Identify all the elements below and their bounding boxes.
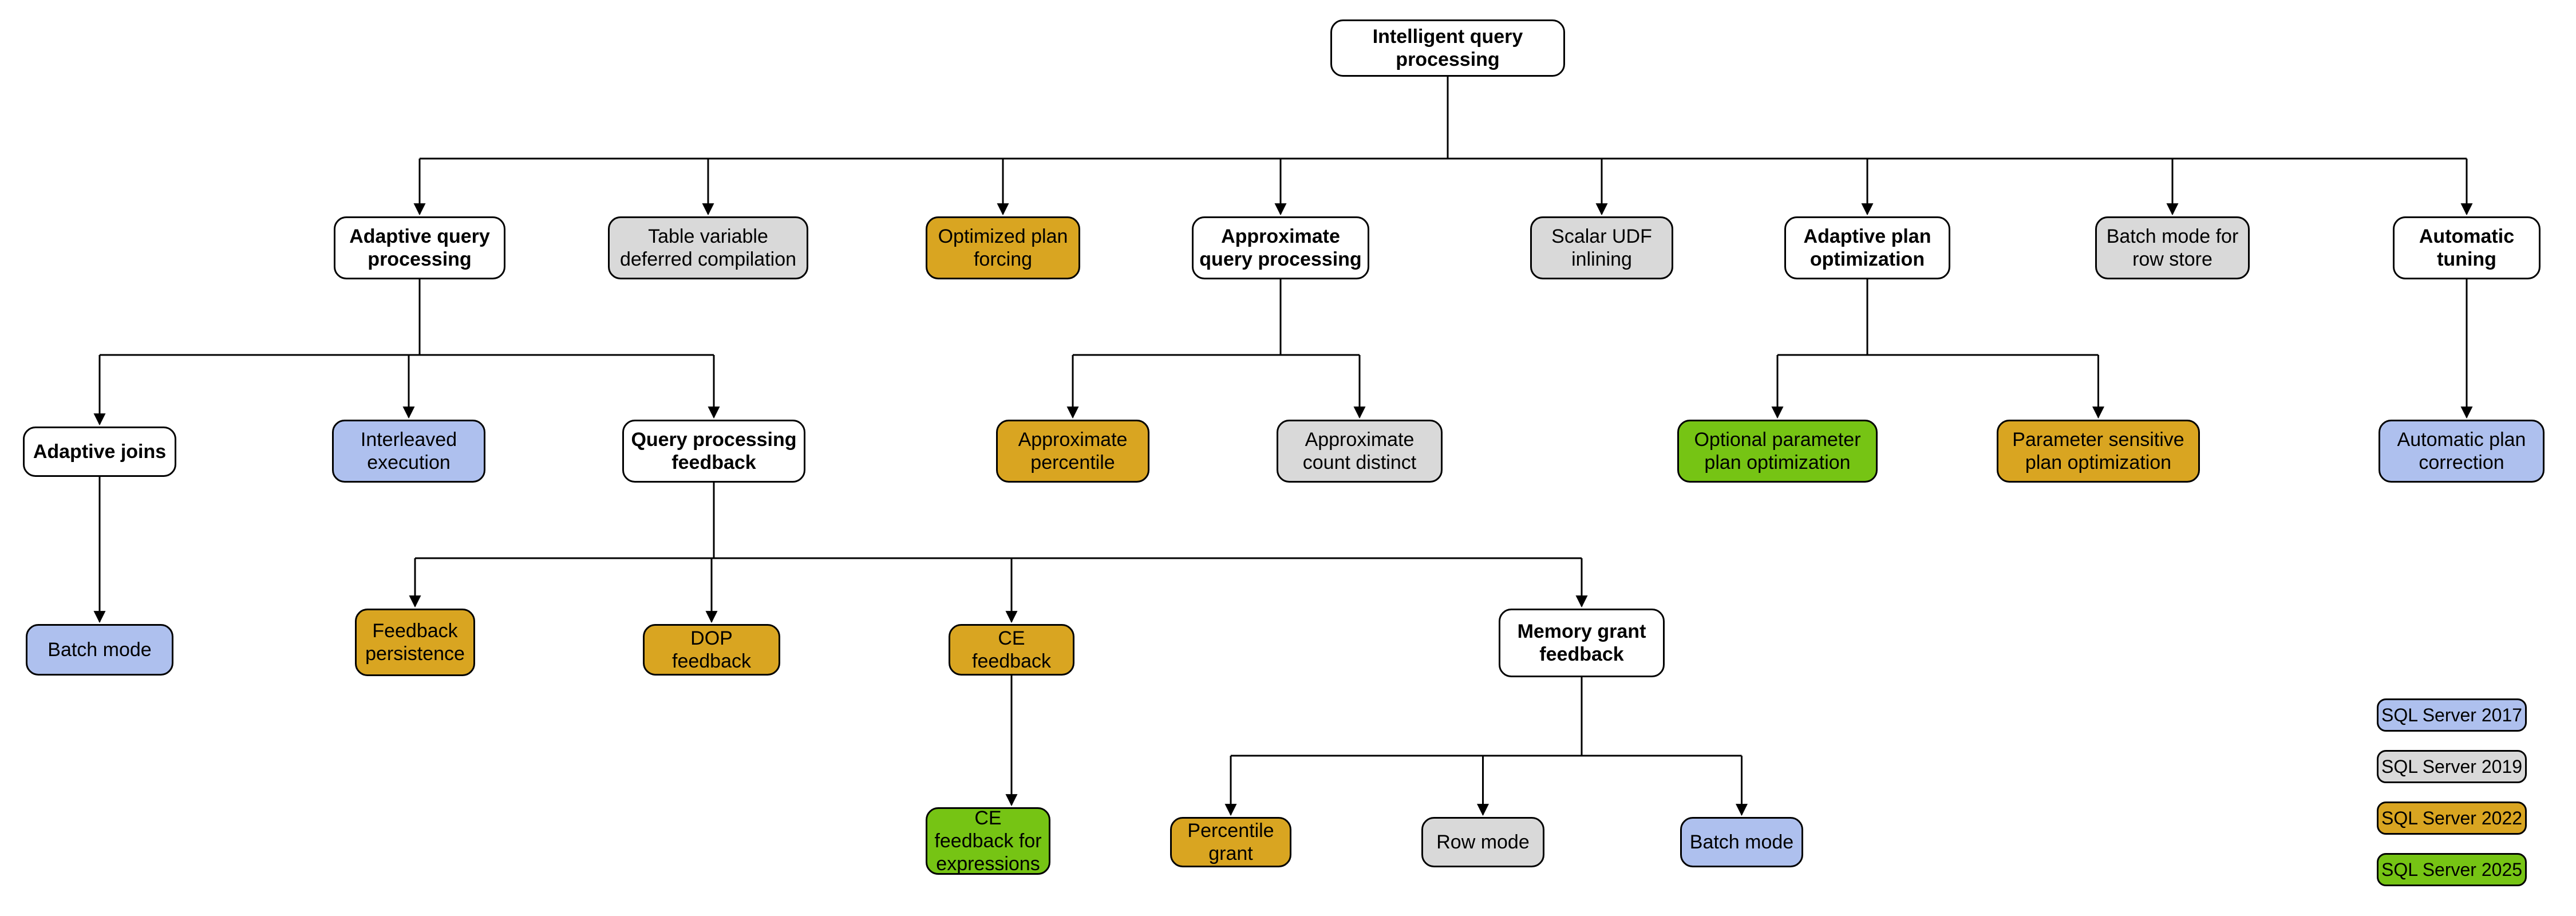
node-interleaved[interactable]: Interleaved execution bbox=[332, 420, 485, 483]
node-apo[interactable]: Adaptive plan optimization bbox=[1784, 216, 1950, 279]
node-rowmode[interactable]: Row mode bbox=[1421, 817, 1544, 867]
node-adaptjoins[interactable]: Adaptive joins bbox=[23, 427, 176, 477]
node-dopfb[interactable]: DOP feedback bbox=[643, 624, 780, 676]
node-cefb[interactable]: CE feedback bbox=[949, 624, 1074, 676]
node-cefbexpr[interactable]: CE feedback for expressions bbox=[926, 807, 1050, 875]
node-mgf[interactable]: Memory grant feedback bbox=[1499, 609, 1665, 677]
legend-item-sql-server-2025: SQL Server 2025 bbox=[2377, 853, 2527, 886]
node-udf[interactable]: Scalar UDF inlining bbox=[1530, 216, 1673, 279]
node-batchmode2[interactable]: Batch mode bbox=[1680, 817, 1803, 867]
node-fbpersist[interactable]: Feedback persistence bbox=[355, 609, 475, 676]
node-opf[interactable]: Optimized plan forcing bbox=[926, 216, 1080, 279]
node-approxcd[interactable]: Approximate count distinct bbox=[1277, 420, 1443, 483]
node-bmrs[interactable]: Batch mode for row store bbox=[2095, 216, 2250, 279]
legend-item-sql-server-2017: SQL Server 2017 bbox=[2377, 698, 2527, 732]
node-pspo[interactable]: Parameter sensitive plan optimization bbox=[1997, 420, 2200, 483]
node-pctgrant[interactable]: Percentile grant bbox=[1170, 817, 1291, 867]
node-qpf[interactable]: Query processing feedback bbox=[622, 420, 805, 483]
legend-item-sql-server-2019: SQL Server 2019 bbox=[2377, 750, 2527, 783]
node-autotune[interactable]: Automatic tuning bbox=[2393, 216, 2541, 279]
node-aqp[interactable]: Adaptive query processing bbox=[334, 216, 505, 279]
node-root[interactable]: Intelligent query processing bbox=[1330, 19, 1565, 77]
node-apc[interactable]: Automatic plan correction bbox=[2379, 420, 2545, 483]
node-oppo[interactable]: Optional parameter plan optimization bbox=[1677, 420, 1878, 483]
node-approxqp[interactable]: Approximate query processing bbox=[1192, 216, 1369, 279]
node-tvdc[interactable]: Table variable deferred compilation bbox=[608, 216, 808, 279]
node-approxpct[interactable]: Approximate percentile bbox=[996, 420, 1149, 483]
legend-item-sql-server-2022: SQL Server 2022 bbox=[2377, 802, 2527, 835]
node-batchmode1[interactable]: Batch mode bbox=[26, 624, 173, 676]
